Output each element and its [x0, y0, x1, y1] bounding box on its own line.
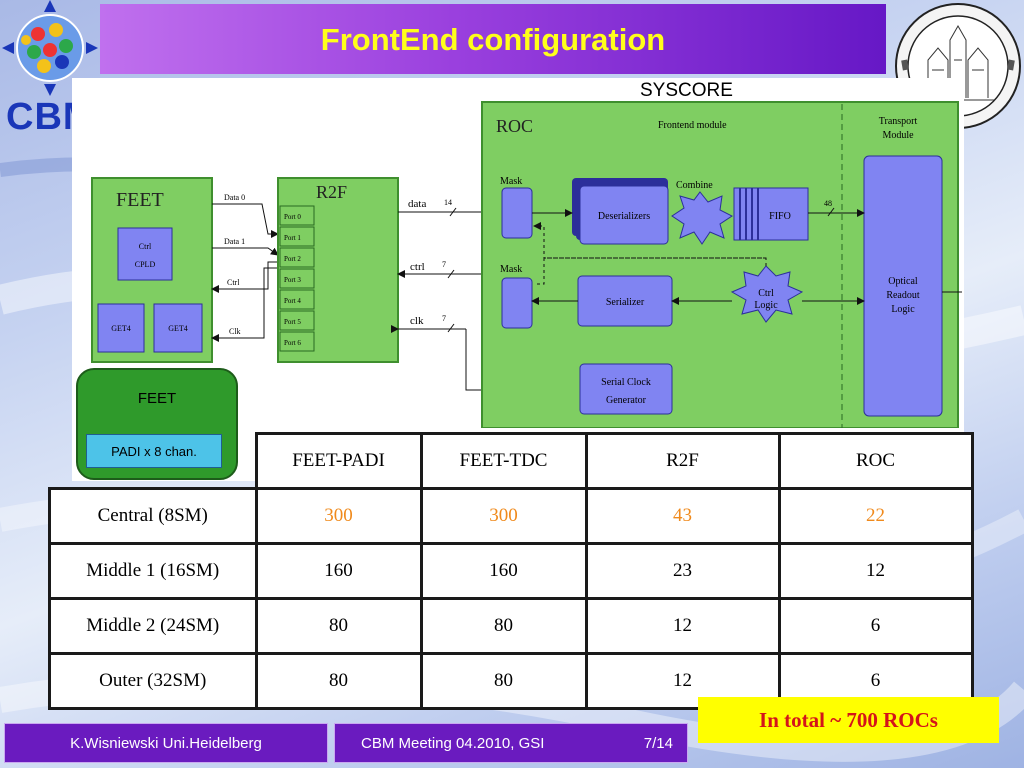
signal-ctrl-width: 7: [442, 260, 446, 269]
signal-data1: Data 1: [224, 237, 245, 246]
signal-clk: Clk: [229, 327, 241, 336]
cell-value: 300: [254, 487, 423, 545]
get4-box-b: [153, 303, 203, 353]
mask2-box: [501, 277, 533, 329]
footer-meeting: CBM Meeting 04.2010, GSI 7/14: [334, 723, 688, 763]
row-label: Middle 2 (24SM): [48, 597, 258, 655]
r2f-port-box: [279, 268, 315, 289]
table-header-row: FEET-PADI FEET-TDC R2F ROC: [50, 432, 974, 490]
serializer-label: Serializer: [606, 297, 645, 308]
signal-data-width: 14: [444, 198, 452, 207]
transport-title-1: Transport: [879, 116, 918, 127]
roc-title: ROC: [496, 116, 533, 136]
signal-ctrl-mid: ctrl: [410, 261, 425, 273]
fifo-width: 48: [824, 199, 832, 208]
fifo-label: FIFO: [769, 211, 791, 222]
optical-line3: Logic: [891, 304, 915, 315]
cell-value: 43: [584, 487, 781, 545]
row-label: Middle 1 (16SM): [48, 542, 258, 600]
syscore-label: SYSCORE: [640, 80, 733, 101]
mask1-label: Mask: [500, 176, 522, 187]
roc-count-table: FEET-PADI FEET-TDC R2F ROC Central (8SM)…: [48, 432, 974, 710]
ctrl-logic-line2: Logic: [754, 300, 778, 311]
frontend-diagram: FEET Ctrl CPLD GET4 GET4 Data 0 Data 1 C…: [91, 101, 962, 428]
row-label: Central (8SM): [48, 487, 258, 545]
serial-clock-line2: Generator: [606, 395, 647, 406]
optical-line2: Readout: [886, 290, 920, 301]
ctrl-logic-star: [730, 265, 804, 323]
cell-value: 300: [419, 487, 588, 545]
cbm-logo: [2, 0, 98, 96]
get4-label-a: GET4: [111, 324, 131, 333]
table-row: Central (8SM) 300 300 43 22: [48, 487, 974, 545]
r2f-port-box: [279, 331, 315, 352]
r2f-port-label: Port 0: [284, 213, 301, 221]
r2f-port-box: [279, 310, 315, 331]
cell-value: 6: [777, 597, 974, 655]
mask2-label: Mask: [500, 264, 522, 275]
r2f-port-box: [279, 226, 315, 247]
signal-clk-width: 7: [442, 314, 446, 323]
feet-card-label: FEET: [137, 390, 177, 407]
cell-value: 160: [254, 542, 423, 600]
r2f-port-label: Port 4: [284, 297, 301, 305]
cell-value: 80: [254, 597, 423, 655]
r2f-port-label: Port 2: [284, 255, 301, 263]
header-feet-padi: FEET-PADI: [254, 432, 423, 490]
transport-title-2: Module: [882, 130, 914, 141]
r2f-port-label: Port 1: [284, 234, 301, 242]
cell-value: 12: [777, 542, 974, 600]
footer-author: K.Wisniewski Uni.Heidelberg: [4, 723, 328, 763]
row-label: Outer (32SM): [48, 652, 258, 710]
get4-label-b: GET4: [168, 324, 188, 333]
r2f-title: R2F: [316, 182, 347, 202]
combine-star: [671, 191, 733, 245]
header-roc: ROC: [777, 432, 974, 490]
page-number: 7/14: [643, 735, 673, 752]
cell-value: 22: [777, 487, 974, 545]
table-corner: [50, 434, 257, 489]
table-row: Middle 2 (24SM) 80 80 12 6: [48, 597, 974, 655]
optical-line1: Optical: [888, 276, 918, 287]
combine-label: Combine: [676, 180, 713, 191]
deserializers-label: Deserializers: [598, 211, 650, 222]
total-callout: In total ~ 700 ROCs: [698, 697, 999, 743]
table-row: Middle 1 (16SM) 160 160 23 12: [48, 542, 974, 600]
r2f-port-box: [279, 289, 315, 310]
r2f-ports: Port 0 Port 1 Port 2 Port 3 Port 4 Port 5 Port…: [279, 205, 315, 352]
ctrl-logic-line1: Ctrl: [758, 288, 774, 299]
frontend-module-label: Frontend module: [658, 120, 727, 131]
slide-title: FrontEnd configuration: [100, 4, 886, 74]
cpld-box: [117, 227, 173, 281]
serial-clock-line1: Serial Clock: [601, 377, 651, 388]
cell-value: 80: [419, 597, 588, 655]
header-r2f: R2F: [584, 432, 781, 490]
cell-value: 12: [584, 597, 781, 655]
signal-data0: Data 0: [224, 193, 245, 202]
r2f-port-label: Port 6: [284, 339, 301, 347]
r2f-port-label: Port 3: [284, 276, 301, 284]
feet-title: FEET: [116, 189, 164, 211]
mask1-box: [501, 187, 533, 239]
cell-value: 80: [419, 652, 588, 710]
optical-readout-box: [863, 155, 943, 417]
deserializers-box: [579, 185, 669, 245]
signal-clk-mid: clk: [410, 315, 424, 327]
r2f-port-label: Port 5: [284, 318, 301, 326]
cell-value: 80: [254, 652, 423, 710]
r2f-port-box: [279, 247, 315, 268]
footer-meeting-text: CBM Meeting 04.2010, GSI: [361, 735, 545, 752]
serial-clock-box: [579, 363, 673, 415]
header-feet-tdc: FEET-TDC: [419, 432, 588, 490]
cpld-line2: CPLD: [135, 260, 156, 269]
signal-ctrl: Ctrl: [227, 278, 240, 287]
signal-data: data: [408, 198, 426, 210]
cell-value: 23: [584, 542, 781, 600]
get4-box-a: [97, 303, 145, 353]
cpld-line1: Ctrl: [139, 242, 152, 251]
cell-value: 160: [419, 542, 588, 600]
r2f-port-box: [279, 205, 315, 226]
padi-label: PADI x 8 chan.: [86, 434, 222, 468]
